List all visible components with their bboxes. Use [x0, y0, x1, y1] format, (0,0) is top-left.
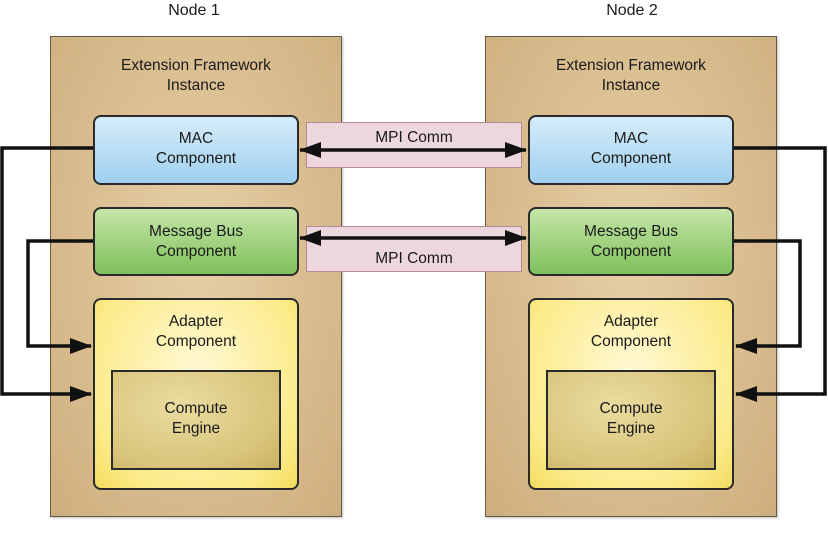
node1-message-bus-component: Message Bus Component: [93, 207, 299, 276]
node1-mac-to-adapter-arrow: [0, 146, 93, 402]
node1-framework-title-line2: Instance: [166, 77, 226, 94]
node2-mac-line2: Component: [590, 150, 672, 167]
node1-mac-line1: MAC: [178, 130, 214, 147]
node2-bus-line1: Message Bus: [584, 223, 678, 240]
node2-mac-to-adapter-arrow: [734, 146, 827, 402]
node1-bus-line2: Component: [155, 243, 237, 260]
node2-engine-line1: Compute: [599, 400, 663, 417]
node1-title: Node 1: [168, 2, 220, 19]
node1-mac-line2: Component: [155, 150, 237, 167]
node1-compute-engine: Compute Engine: [111, 370, 281, 470]
node2-framework-title: Extension Framework Instance: [503, 56, 759, 96]
node1-adapter-line1: Adapter: [168, 313, 224, 330]
node1-engine-line2: Engine: [171, 420, 221, 437]
node2-bus-to-adapter-arrow: [734, 239, 802, 354]
node1-bus-line1: Message Bus: [149, 223, 243, 240]
node2-framework-title-line2: Instance: [601, 77, 661, 94]
node2-engine-line2: Engine: [606, 420, 656, 437]
node2-framework-title-line1: Extension Framework: [556, 57, 706, 74]
bus-mpi-comm-label: MPI Comm: [375, 250, 453, 267]
node2-mac-component: MAC Component: [528, 115, 734, 185]
node2-compute-engine: Compute Engine: [546, 370, 716, 470]
node1-bus-to-adapter-arrow: [26, 239, 93, 354]
node1-adapter-line2: Component: [155, 333, 237, 350]
node1-framework-title-line1: Extension Framework: [121, 57, 271, 74]
node1-framework-title: Extension Framework Instance: [68, 56, 324, 96]
mac-mpi-comm-label: MPI Comm: [375, 129, 453, 146]
node1-engine-line1: Compute: [164, 400, 228, 417]
node1-mac-component: MAC Component: [93, 115, 299, 185]
node2-adapter-line1: Adapter: [603, 313, 659, 330]
node2-adapter-line2: Component: [590, 333, 672, 350]
node2-mac-line1: MAC: [613, 130, 649, 147]
node2-title: Node 2: [606, 2, 658, 19]
node2-bus-line2: Component: [590, 243, 672, 260]
node2-message-bus-component: Message Bus Component: [528, 207, 734, 276]
